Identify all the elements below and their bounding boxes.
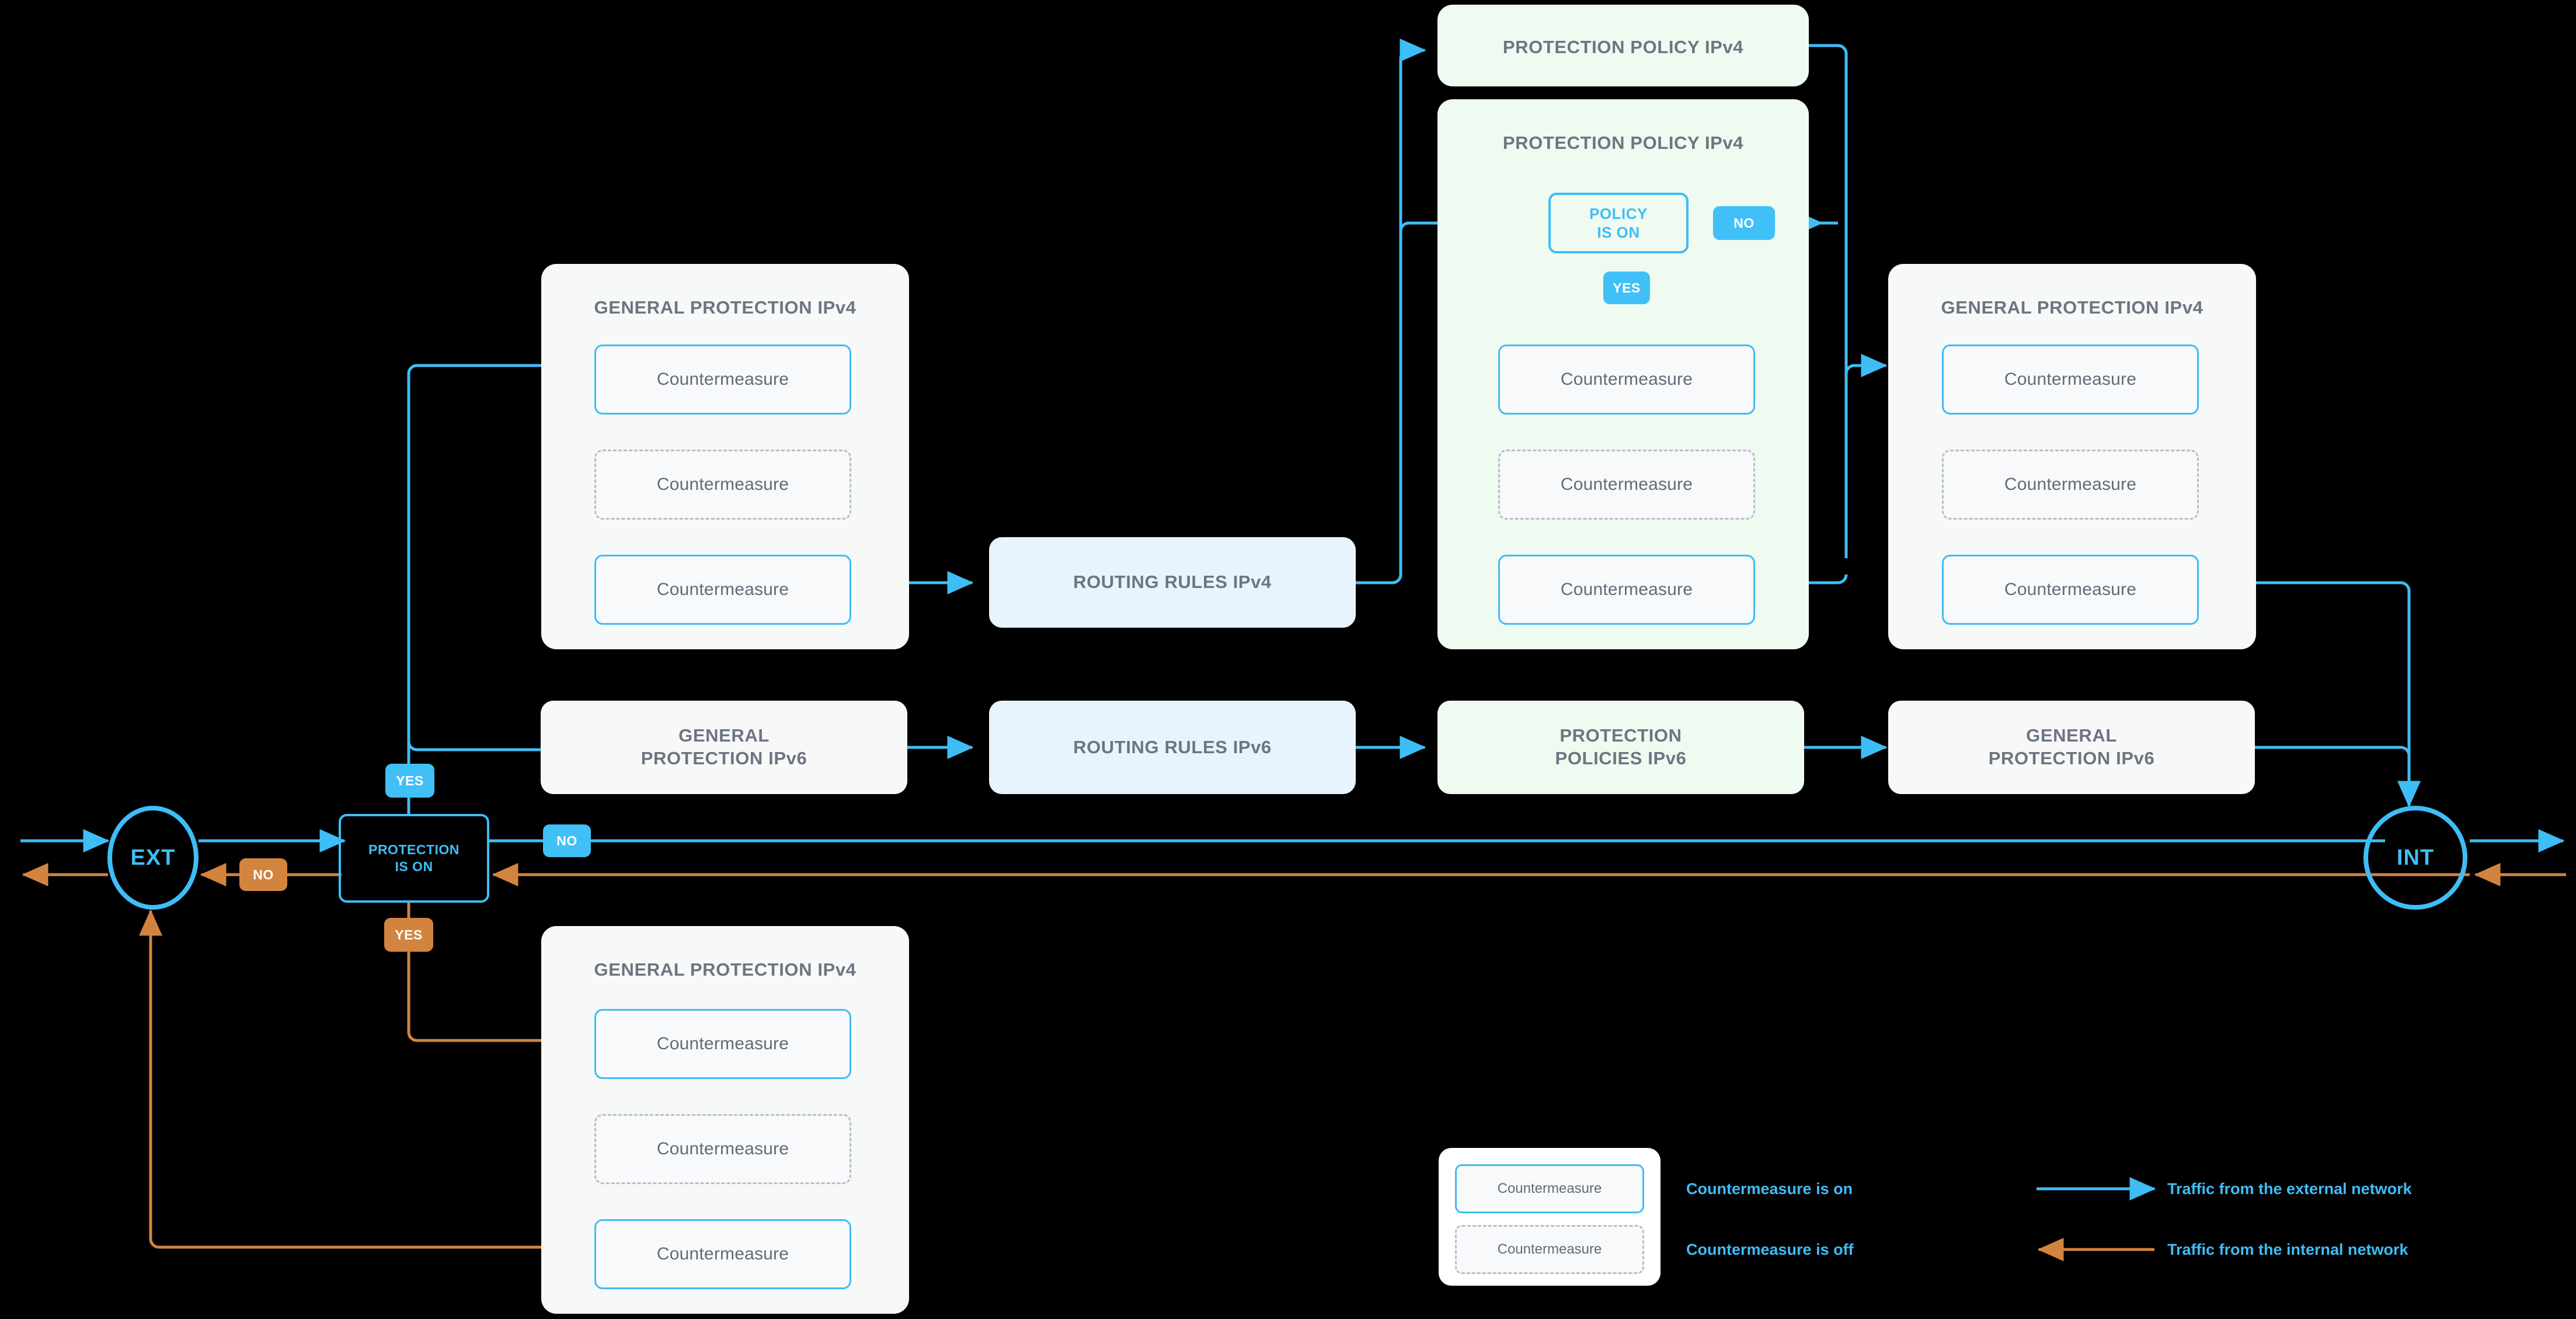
countermeasure-chip[interactable]: Countermeasure — [1942, 450, 2199, 520]
endpoint-internal[interactable]: INT — [2363, 806, 2467, 910]
countermeasure-chip[interactable]: Countermeasure — [594, 344, 851, 415]
legend-chip-on: Countermeasure — [1455, 1164, 1644, 1213]
badge-no-orange: NO — [239, 858, 287, 891]
endpoint-external[interactable]: EXT — [107, 806, 199, 910]
box-general-protection-ipv6-left[interactable]: GENERAL PROTECTION IPv6 — [541, 701, 907, 794]
wire-policy-header-down — [1809, 44, 1848, 558]
wire-gp6r-to-int — [2255, 746, 2421, 808]
countermeasure-chip[interactable]: Countermeasure — [1942, 344, 2199, 415]
countermeasure-chip[interactable]: Countermeasure — [1498, 555, 1755, 625]
legend-label-internal: Traffic from the internal network — [2167, 1240, 2408, 1258]
badge-no-blue: NO — [543, 824, 591, 857]
box-protection-policies-ipv6[interactable]: PROTECTION POLICIES IPv6 — [1437, 701, 1804, 794]
badge-yes-orange: YES — [384, 918, 433, 952]
badge-policy-yes: YES — [1603, 272, 1650, 304]
badge-yes-blue: YES — [385, 764, 434, 798]
decision-line-2: IS ON — [1597, 224, 1640, 241]
decision-protection-is-on[interactable]: PROTECTION IS ON — [339, 814, 489, 903]
countermeasure-chip[interactable]: Countermeasure — [594, 555, 851, 625]
panel-title: PROTECTION POLICY IPv4 — [1502, 37, 1744, 57]
countermeasure-chip[interactable]: Countermeasure — [1498, 450, 1755, 520]
panel-title: GENERAL PROTECTION IPv4 — [594, 959, 857, 980]
countermeasure-chip[interactable]: Countermeasure — [594, 1114, 851, 1184]
wire-gp4bot-to-ext — [139, 909, 593, 1249]
decision-line-2: IS ON — [395, 859, 433, 874]
legend-label-external: Traffic from the external network — [2167, 1179, 2412, 1198]
panel-title: GENERAL PROTECTION IPv4 — [594, 297, 857, 318]
countermeasure-chip[interactable]: Countermeasure — [594, 1009, 851, 1079]
box-routing-rules-ipv6[interactable]: ROUTING RULES IPv6 — [989, 701, 1356, 794]
panel-title: PROTECTION POLICY IPv4 — [1502, 133, 1744, 153]
panel-protection-policy-ipv4-header: PROTECTION POLICY IPv4 — [1437, 5, 1809, 86]
wire-rr4-to-policy-header — [1356, 39, 1426, 584]
legend-label-on: Countermeasure is on — [1686, 1179, 1853, 1198]
countermeasure-chip[interactable]: Countermeasure — [1942, 555, 2199, 625]
panel-title: GENERAL PROTECTION IPv4 — [1941, 297, 2203, 318]
legend-chip-off: Countermeasure — [1455, 1225, 1644, 1274]
decision-line-1: PROTECTION — [368, 842, 459, 858]
legend-label-off: Countermeasure is off — [1686, 1240, 1854, 1258]
box-routing-rules-ipv4[interactable]: ROUTING RULES IPv4 — [989, 537, 1356, 628]
box-general-protection-ipv6-right[interactable]: GENERAL PROTECTION IPv6 — [1888, 701, 2255, 794]
countermeasure-chip[interactable]: Countermeasure — [594, 450, 851, 520]
decision-policy-is-on[interactable]: POLICY IS ON — [1548, 193, 1689, 253]
wire-spine-to-gp4right — [1844, 354, 1888, 377]
decision-line-1: POLICY — [1589, 204, 1648, 222]
countermeasure-chip[interactable]: Countermeasure — [594, 1219, 851, 1289]
countermeasure-chip[interactable]: Countermeasure — [1498, 344, 1755, 415]
badge-policy-no: NO — [1713, 206, 1775, 240]
